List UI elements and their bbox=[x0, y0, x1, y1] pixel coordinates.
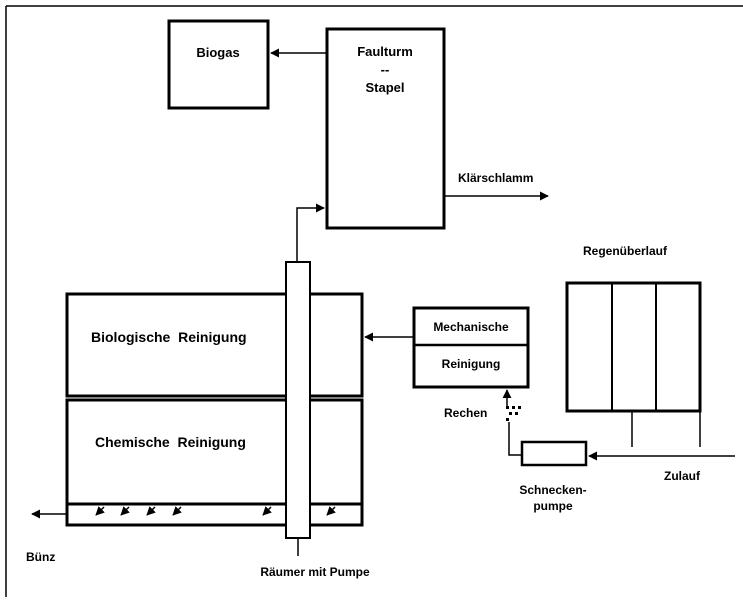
rechen-feed-line bbox=[508, 422, 522, 456]
stapel-label: Stapel bbox=[365, 80, 404, 95]
sludge-pipe bbox=[296, 203, 325, 262]
pumpe-label: pumpe bbox=[533, 499, 573, 513]
schnecken-label: Schnecken- bbox=[519, 483, 586, 497]
buenz-label: Bünz bbox=[26, 550, 55, 564]
rechen-screen-icon bbox=[506, 406, 521, 421]
biogas-label: Biogas bbox=[196, 45, 239, 60]
faulturm-separator: -- bbox=[381, 62, 390, 77]
channel-flow-arrows bbox=[95, 506, 336, 516]
raeumer-column bbox=[285, 261, 311, 539]
mechanische-box bbox=[412, 306, 530, 389]
basin-bottom-channel bbox=[65, 502, 364, 527]
faulturm-box bbox=[325, 27, 446, 230]
chemische-basin bbox=[65, 398, 364, 506]
mechanische-label: Mechanische bbox=[433, 320, 509, 334]
reinigung-label: Reinigung bbox=[442, 357, 501, 371]
regenueberlauf-label: Regenüberlauf bbox=[583, 244, 668, 258]
zulauf-label: Zulauf bbox=[664, 469, 701, 483]
regenueberlauf-box bbox=[565, 281, 702, 413]
rechen-label: Rechen bbox=[444, 406, 487, 420]
biogas-box bbox=[167, 19, 270, 110]
raeumer-label: Räumer mit Pumpe bbox=[260, 565, 370, 579]
faulturm-label: Faulturm bbox=[357, 44, 413, 59]
biologische-basin bbox=[65, 292, 364, 398]
chemische-label: Chemische Reinigung bbox=[95, 434, 246, 450]
schneckenpumpe-box bbox=[520, 440, 588, 467]
klaerschlamm-label: Klärschlamm bbox=[458, 171, 533, 185]
biologische-label: Biologische Reinigung bbox=[91, 329, 247, 345]
